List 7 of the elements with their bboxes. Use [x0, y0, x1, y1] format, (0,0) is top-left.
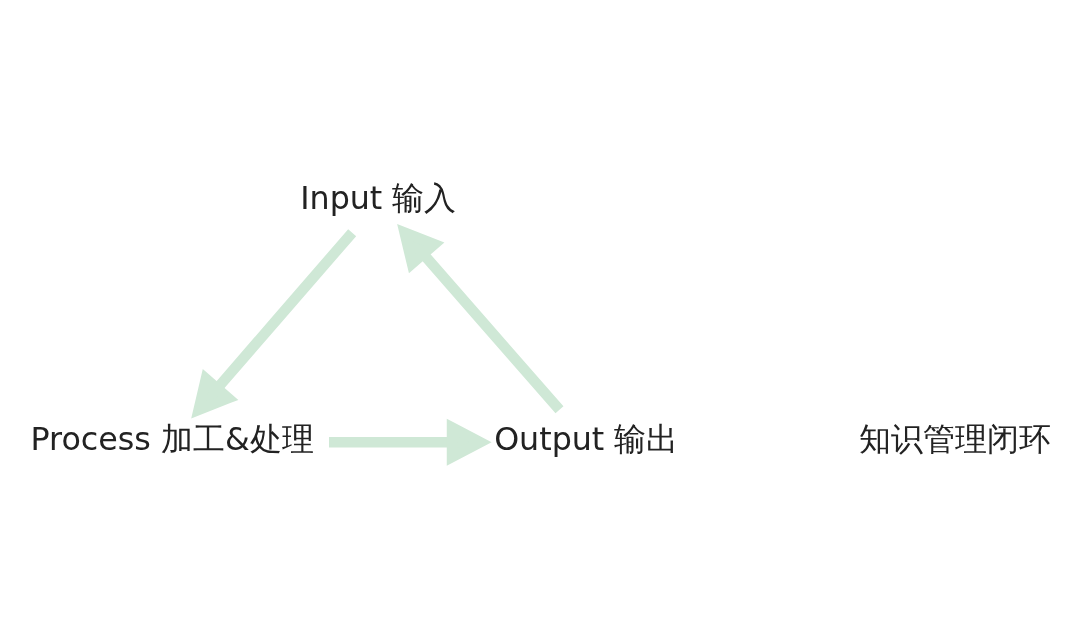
node-text: Input 输入 [300, 179, 457, 216]
arrow [329, 418, 492, 466]
arrow [191, 228, 357, 418]
node-text: Process 加工&处理 [30, 420, 314, 457]
arrow [397, 223, 564, 413]
label: 知识管理闭环 [858, 420, 1051, 457]
node-text: Output 输出 [494, 420, 679, 457]
